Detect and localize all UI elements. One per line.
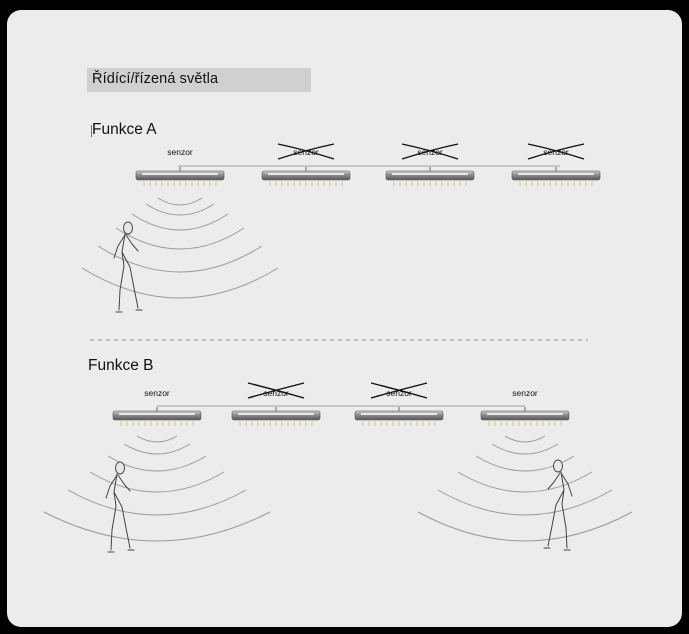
person-b-left bbox=[105, 461, 135, 553]
section-header: Řídící/řízená světla bbox=[87, 68, 311, 92]
disabled-sensor-b3 bbox=[370, 382, 428, 399]
title-marker bbox=[91, 125, 92, 137]
sensor-label-a2: senzor bbox=[293, 147, 319, 157]
disabled-sensor-a4 bbox=[527, 143, 585, 160]
lamp-b1 bbox=[112, 406, 202, 427]
disabled-sensor-a3 bbox=[401, 143, 459, 160]
disabled-sensor-b2 bbox=[247, 382, 305, 399]
detection-arcs-b-right bbox=[417, 435, 633, 542]
sensor-label-a1: senzor bbox=[167, 147, 193, 157]
sensor-label-b4: senzor bbox=[512, 388, 538, 398]
sensor-label-a3: senzor bbox=[417, 147, 443, 157]
disabled-marks-b bbox=[247, 382, 428, 399]
lamp-b2 bbox=[231, 406, 321, 427]
lamp-b4 bbox=[480, 406, 570, 427]
lamp-a2 bbox=[261, 166, 351, 187]
lamp-a1 bbox=[135, 166, 225, 187]
sensor-label-b3: senzor bbox=[386, 388, 412, 398]
sensor-label-b2: senzor bbox=[263, 388, 289, 398]
diagram-panel bbox=[7, 10, 682, 627]
detection-arcs-b-left bbox=[43, 435, 271, 542]
disabled-sensor-a2 bbox=[277, 143, 335, 160]
lamp-a4 bbox=[511, 166, 601, 187]
sensor-label-a4: senzor bbox=[543, 147, 569, 157]
lamp-b3 bbox=[354, 406, 444, 427]
function-a-title: Funkce A bbox=[92, 121, 157, 138]
lamp-a3 bbox=[385, 166, 475, 187]
sensor-label-b1: senzor bbox=[144, 388, 170, 398]
section-title: Řídící/řízená světla bbox=[92, 71, 219, 87]
function-b-title: Funkce B bbox=[88, 357, 154, 374]
detection-arcs-a bbox=[81, 197, 279, 299]
disabled-marks-a bbox=[277, 143, 585, 160]
